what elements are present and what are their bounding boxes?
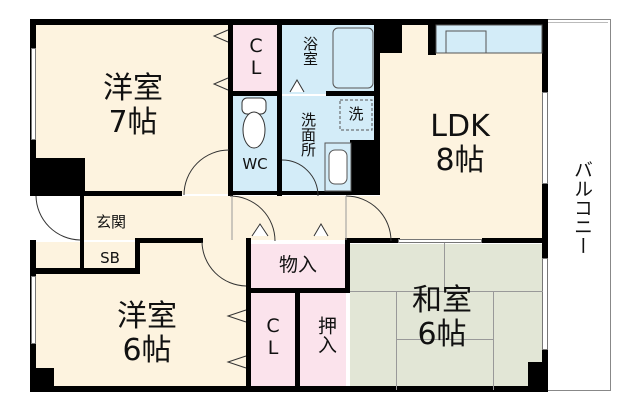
closet-top-label: C L [249, 35, 263, 79]
western-room-6-label: 洋室 [117, 299, 177, 334]
wall-ldk-washitsu-right [482, 238, 548, 243]
oshiire-floor [300, 292, 346, 390]
oshiire-label: 押入 [315, 316, 337, 354]
storage-floor [250, 244, 346, 288]
wall-room6-top [135, 238, 203, 243]
bathroom-label: 浴室 [301, 36, 319, 66]
wall-sb-bottom [30, 268, 140, 274]
closet-bottom-label: C L [266, 315, 280, 359]
closet-top-floor [232, 24, 278, 92]
pillar-washroom [350, 140, 380, 194]
closet-bottom-floor [250, 292, 296, 390]
wall-bath-wash [326, 91, 380, 96]
japanese-room-label: 和室 [412, 283, 472, 318]
tatami-line [493, 291, 494, 390]
wall-bottom [30, 386, 548, 392]
wall-entrance-left [80, 196, 84, 270]
hallway-floor [80, 196, 380, 240]
pillar-top-left [30, 158, 85, 196]
western-room-6-floor [35, 242, 247, 390]
sliding-door-ldk-washitsu [398, 239, 482, 243]
wall-core-mid [277, 19, 282, 196]
tatami-line [350, 291, 543, 292]
balcony-area [545, 19, 611, 391]
ldk-size: 8帖 [435, 143, 485, 178]
shoe-box-label: SB [100, 249, 120, 267]
pillar-bottom-left [30, 368, 54, 392]
wall-top [30, 19, 548, 25]
western-room-7-label: 洋室 [103, 71, 163, 106]
toilet-label: WC [242, 155, 268, 173]
wall-storage-left [246, 238, 251, 392]
window-room7 [31, 48, 36, 140]
wall-sb-right [135, 240, 140, 274]
ldk-label: LDK [430, 109, 490, 144]
ldk-floor [380, 24, 543, 240]
pillar-kitchen [428, 19, 436, 55]
balcony-label: バルコニー [571, 160, 593, 255]
japanese-room-floor [350, 244, 543, 390]
wall-core-left [228, 19, 233, 196]
washer-label: 洗 [348, 105, 364, 123]
tatami-line [444, 243, 445, 291]
wall-core-right [374, 19, 380, 189]
window-washitsu [542, 258, 548, 350]
balcony-inner-line [545, 22, 608, 23]
wall-right [542, 19, 548, 392]
western-room-7-size: 7帖 [108, 105, 158, 140]
window-room6 [31, 276, 36, 344]
wall-cl-oshiire [295, 288, 300, 392]
entrance-label: 玄関 [95, 213, 126, 231]
wall-core-bottom [228, 191, 380, 195]
japanese-room-size: 6帖 [417, 317, 467, 352]
window-ldk [542, 92, 548, 184]
wall-ldk-washitsu [345, 238, 400, 243]
western-room-6-size: 6帖 [122, 333, 172, 368]
wall-cl-wc [228, 91, 282, 96]
pillar-bottom-right [528, 362, 548, 392]
washroom-label: 洗面所 [299, 112, 317, 157]
storage-label: 物入 [278, 254, 317, 276]
tatami-line [396, 291, 397, 390]
wall-room7-bottom [80, 191, 182, 196]
wall-storage-right [345, 238, 350, 293]
hall-lower-floor [200, 240, 248, 260]
tatami-line [396, 339, 493, 340]
